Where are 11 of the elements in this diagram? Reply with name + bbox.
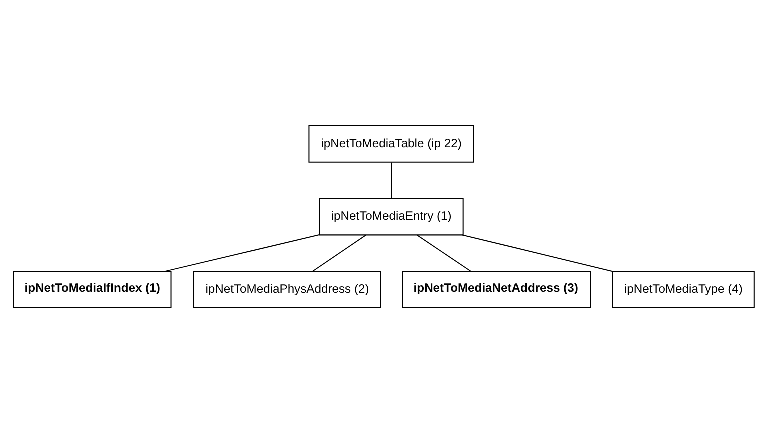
connector xyxy=(416,234,471,272)
connector xyxy=(462,234,612,272)
node-box: ipNetToMediaPhysAddress (2) xyxy=(193,271,381,308)
node-box: ipNetToMediaTable (ip 22) xyxy=(308,126,474,163)
connector xyxy=(164,234,320,272)
connector xyxy=(312,234,366,272)
node-box: ipNetToMediaIfIndex (1) xyxy=(12,271,172,308)
node-box: ipNetToMediaNetAddress (3) xyxy=(402,271,591,308)
connector xyxy=(390,162,392,199)
node-box: ipNetToMediaType (4) xyxy=(612,271,754,308)
node-box: ipNetToMediaEntry (1) xyxy=(318,198,464,236)
